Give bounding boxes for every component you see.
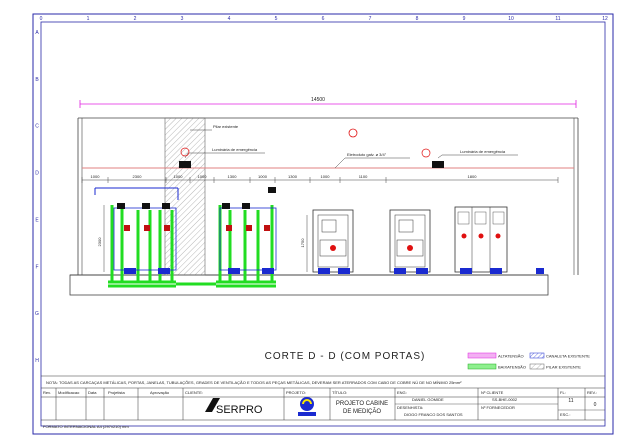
meter-cabinet-2	[389, 209, 431, 274]
grid-col-label: 8	[416, 16, 419, 22]
rev-header-rev: Rev.	[43, 390, 51, 395]
segment-dimension-label: 1100	[359, 174, 368, 179]
segment-dimension-label: 1000	[321, 174, 331, 179]
segment-dimension-label: 1300	[228, 174, 238, 179]
grid-col-label: 9	[463, 16, 466, 22]
emergency-light-1	[179, 147, 191, 168]
rev-value: 0	[594, 402, 597, 408]
grid-row-label: D	[35, 171, 39, 177]
switchgear-group-left	[94, 187, 179, 274]
segment-dimension-label: 1300	[288, 174, 298, 179]
cliente-no-value: SS-BHE-0002	[492, 397, 518, 402]
eng-value: DANIEL GOMIDE	[412, 397, 444, 402]
grid-row-labels: A B C D E F G H	[35, 30, 39, 364]
rev-header-proj: Projetista	[108, 390, 125, 395]
grid-col-label: 12	[602, 16, 608, 22]
annotations: Pilar existente Luminária de emergência …	[184, 124, 518, 169]
rev-header-data: Data	[88, 390, 97, 395]
existing-pillar	[164, 117, 206, 276]
switchgear-group-middle	[219, 187, 277, 274]
grid-row-label: B	[35, 77, 39, 83]
legend: ALTATENSÃO BAIXATENSÃO CANALETA EXISTENT…	[467, 352, 590, 370]
titulo-line-2: DE MEDIÇÃO	[343, 408, 381, 415]
grid-col-label: 0	[40, 16, 43, 22]
emergency-light-label-1: Luminária de emergência	[212, 147, 258, 152]
grid-col-label: 2	[134, 16, 137, 22]
building-section	[69, 117, 579, 296]
conduit-label: Eletroduto galv. ø 3/4"	[347, 152, 387, 157]
legend-swatch-alta	[467, 352, 497, 359]
title-block: Rev. Modificacao Data Projetista Aprovaç…	[41, 388, 605, 429]
grid-col-label: 6	[322, 16, 325, 22]
grid-col-label: 1	[87, 16, 90, 22]
fornecedor-label: Nº FORNECEDOR	[481, 405, 515, 410]
grid-row-label: F	[35, 264, 38, 270]
cliente-label: CLIENTE:	[185, 390, 203, 395]
height-left-label: 2300	[97, 237, 102, 247]
legend-swatch-canaleta	[529, 352, 545, 359]
grid-col-label: 10	[508, 16, 514, 22]
segment-dimension-label: 2300	[133, 174, 143, 179]
titulo-line-1: PROJETO CABINE	[336, 401, 388, 407]
total-dimension-label: 14500	[311, 97, 325, 103]
segment-dimensions: 1000 2300 1000 1000 1300 1000 1300 1000 1100 1800	[81, 174, 559, 183]
grid-col-label: 5	[275, 16, 278, 22]
rev-header-mod: Modificacao	[58, 390, 80, 395]
segment-dimension-label: 1000	[91, 174, 101, 179]
height-cabinets-label: 1750	[300, 238, 305, 248]
legend-label-pilar: PILAR EXISTENTE	[546, 365, 581, 370]
legend-swatch-pilar	[529, 363, 545, 370]
legend-label-baixa: BAIXATENSÃO	[498, 365, 526, 370]
grid-row-label: A	[35, 30, 39, 36]
grid-col-label: 11	[555, 16, 560, 22]
pillar-label: Pilar existente	[213, 124, 239, 129]
grid-row-label: E	[35, 217, 39, 223]
grid-row-label: C	[35, 124, 39, 130]
sheet-inner-border	[40, 21, 606, 427]
grounding-note: NOTA: TODAS AS CARCAÇAS METÁLICAS, PORTA…	[46, 380, 462, 385]
segment-dimension-label: 1800	[468, 174, 478, 179]
projeto-label: PROJETO:	[286, 390, 306, 395]
grid-row-label: G	[35, 311, 39, 317]
rev-header-aprov: Aprovação	[150, 390, 170, 395]
format-label: FORMATO INTERNACIONAL A4 (297x210) mm	[43, 424, 129, 429]
desenhista-label: DESENHISTA:	[397, 405, 423, 410]
desenhista-value: DIOGO FRANCO DOS SANTOS	[404, 412, 463, 417]
fl-value: 11	[568, 398, 573, 404]
section-title: CORTE D - D (COM PORTAS)	[265, 351, 426, 362]
cliente-no-label: Nº CLIENTE	[481, 390, 504, 395]
meter-cabinet-1	[312, 209, 354, 274]
supplier-logo	[298, 397, 316, 416]
grid-col-label: 4	[228, 16, 231, 22]
total-dimension: 14500	[79, 97, 577, 108]
serpro-logo: SERPRO	[205, 398, 263, 416]
grid-col-label: 7	[369, 16, 372, 22]
titulo-label: TÍTULO:	[332, 390, 347, 395]
red-marker-circle	[348, 128, 358, 138]
legend-label-alta: ALTATENSÃO	[498, 354, 524, 359]
distribution-board	[454, 206, 544, 274]
grid-col-label: 3	[181, 16, 184, 22]
serpro-logo-text: SERPRO	[216, 404, 263, 416]
height-dimensions: 2300 1750	[97, 205, 308, 272]
emergency-light-2	[421, 148, 444, 168]
legend-label-canaleta: CANALETA EXISTENTE	[546, 354, 590, 359]
grid-row-label: H	[35, 358, 39, 364]
fl-label: FL:	[560, 390, 566, 395]
legend-swatch-baixa	[467, 363, 497, 370]
segment-dimension-label: 1000	[174, 174, 184, 179]
sheet-outer-border	[32, 13, 614, 435]
emergency-light-label-2: Luminária de emergência	[460, 149, 506, 154]
segment-dimension-label: 1000	[198, 174, 208, 179]
segment-dimension-label: 1000	[258, 174, 268, 179]
eng-label: ENG:	[397, 390, 407, 395]
esc-label: ESC.:	[560, 412, 570, 417]
rev-label: REV.:	[587, 390, 597, 395]
